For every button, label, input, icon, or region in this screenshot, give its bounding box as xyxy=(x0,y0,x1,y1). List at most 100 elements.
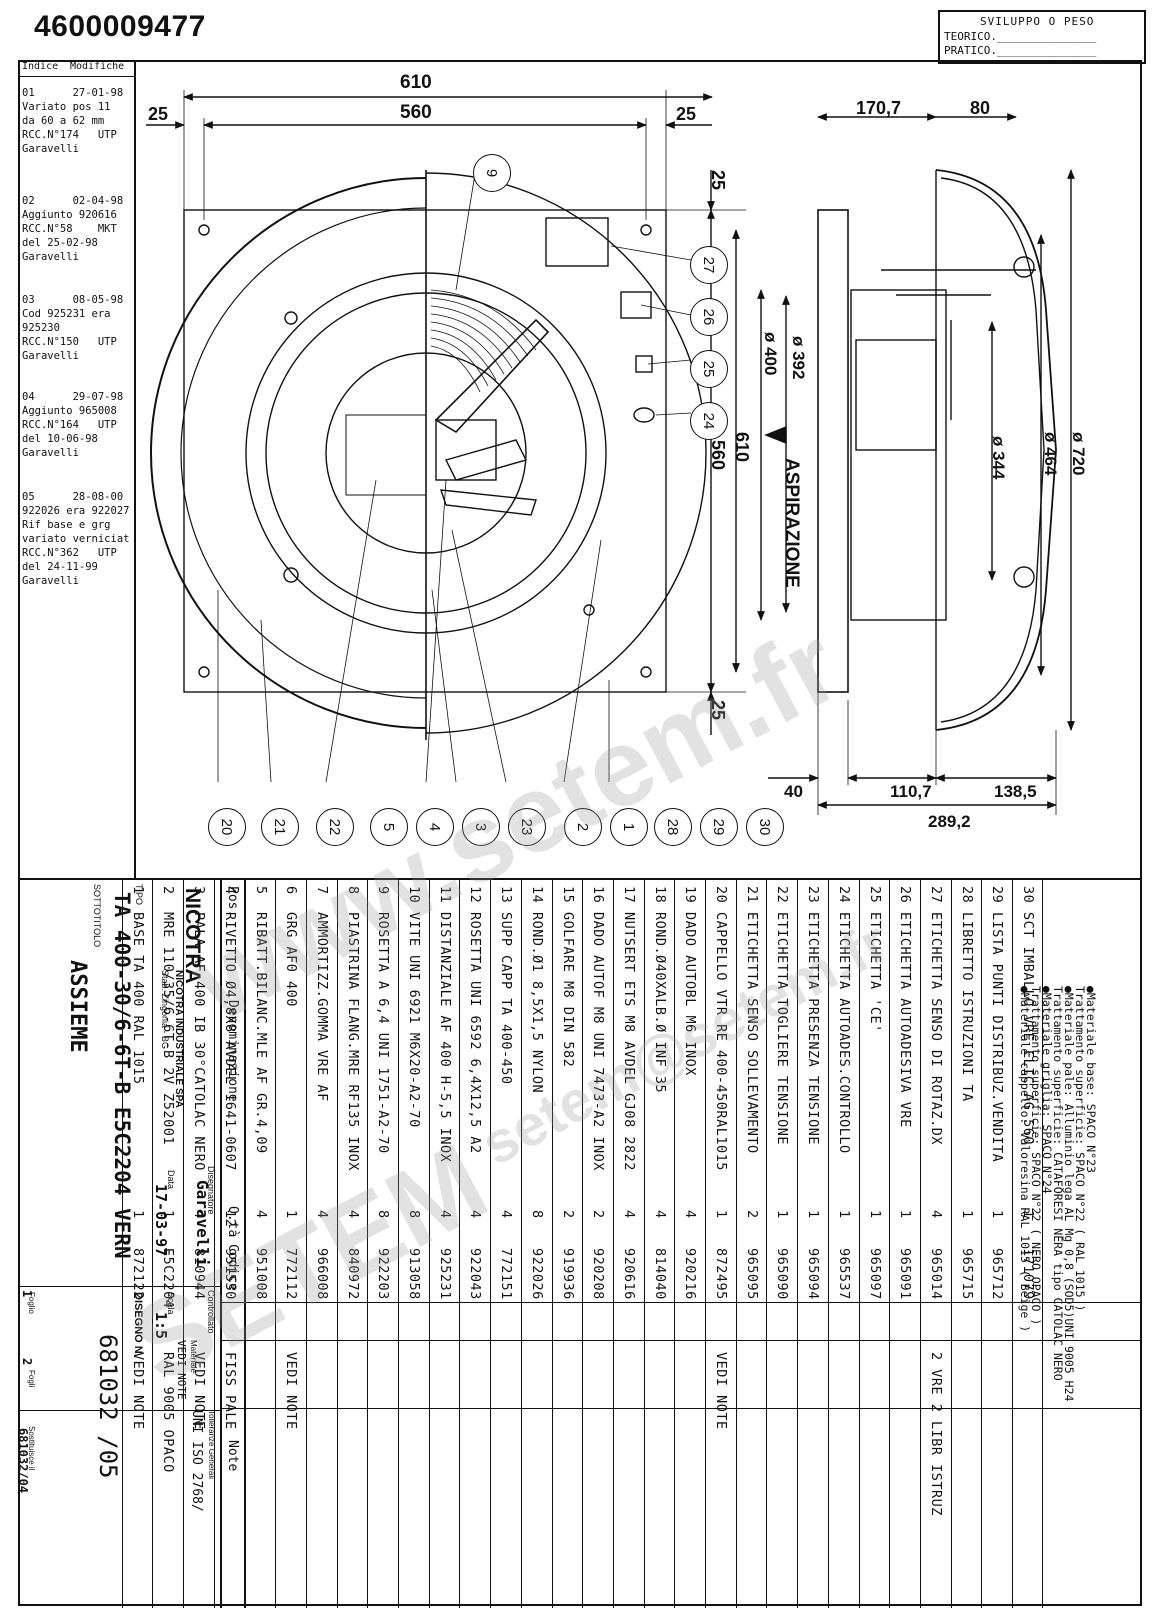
bom-qty: 4 xyxy=(498,1210,515,1219)
bom-code: 922026 xyxy=(528,1248,545,1300)
bom-code: 965537 xyxy=(835,1248,852,1300)
drawing-frame xyxy=(18,60,1142,1606)
bom-note: FISS PALE xyxy=(221,1352,238,1430)
callout-balloon: 1 xyxy=(610,808,648,846)
bom-code: 966008 xyxy=(313,1248,330,1300)
divider xyxy=(919,880,921,1608)
divider xyxy=(735,880,737,1608)
disegno-value: 681032 /05 xyxy=(94,1334,122,1479)
revision-column: Indice Modifiche 01 27-01-98 Variato pos… xyxy=(18,60,136,878)
fogli-value: 2 xyxy=(20,1358,34,1366)
divider xyxy=(459,880,461,1608)
dim-phi-392: ø 392 xyxy=(789,336,808,380)
divider xyxy=(520,880,522,1608)
side-view-base xyxy=(817,209,849,693)
bom-pos: 7 xyxy=(313,886,330,895)
bom-code: 965094 xyxy=(805,1248,822,1300)
revision-entry: 04 29-07-98 Aggiunto 965008 RCC.N°164 UT… xyxy=(22,391,124,459)
aspirazione-label: ASPIRAZIONE xyxy=(781,458,802,588)
bom-code: 965095 xyxy=(743,1248,760,1300)
dim-610-vertical: 610 xyxy=(732,432,752,463)
divider xyxy=(336,880,338,1608)
bom-qty: 4 xyxy=(651,1210,668,1219)
cap-outline xyxy=(150,177,427,729)
bom-note: 2 VRE 2 LIBR ISTRUZ xyxy=(927,1352,944,1516)
dim-138: 138,5 xyxy=(994,782,1037,801)
divider xyxy=(220,1302,1142,1303)
bom-qty: 12 xyxy=(221,1210,238,1228)
bom-pos: 5 xyxy=(252,886,269,895)
bom-pos: 27 xyxy=(927,886,944,904)
scala-value: 1:5 xyxy=(152,1312,170,1340)
dim-25-bottom: 25 xyxy=(708,700,728,721)
bom-pos: 24 xyxy=(835,886,852,904)
sostituisce-value: 681032/04 xyxy=(16,1428,30,1494)
divider xyxy=(766,880,768,1608)
bom-qty: 1 xyxy=(805,1210,822,1219)
bom-qty: 1 xyxy=(897,1210,914,1219)
bom-pos: 28 xyxy=(958,886,975,904)
bom-pos: 21 xyxy=(743,886,760,904)
divider xyxy=(889,880,891,1608)
callout-balloon: 24 xyxy=(690,402,728,440)
bom-qty: 1 xyxy=(774,1210,791,1219)
document-number: 4600009477 xyxy=(34,10,206,43)
weight-title: SVILUPPO O PESO xyxy=(980,15,1095,28)
bom-code: 920616 xyxy=(620,1248,637,1300)
bom-code: 872495 xyxy=(713,1248,729,1300)
bom-code: 922043 xyxy=(467,1248,484,1300)
bom-qty: 2 xyxy=(590,1210,607,1219)
bom-qty: 4 xyxy=(313,1210,330,1219)
callout-balloon: 28 xyxy=(654,808,692,846)
bom-code: 965712 xyxy=(989,1248,1006,1300)
divider xyxy=(797,880,799,1608)
divider xyxy=(674,880,676,1608)
bom-pos: 14 xyxy=(528,886,545,904)
bom-pos: 25 xyxy=(866,886,883,904)
bom-name: NUTSERT ETS M8 AVDEL GJ08 2822 xyxy=(620,912,637,1171)
dim-phi-720: ø 720 xyxy=(1069,432,1088,476)
bom-qty: 4 xyxy=(682,1210,699,1219)
bom-name: ETICHETTA SENSO SOLLEVAMENTO xyxy=(743,912,760,1154)
divider xyxy=(1042,880,1043,1608)
materiale-label: Materiale xyxy=(189,1340,198,1373)
weight-box: SVILUPPO O PESO TEORICO._______________ … xyxy=(938,10,1146,64)
callout-balloon: 22 xyxy=(316,808,354,846)
bom-qty: 4 xyxy=(344,1210,361,1219)
bom-qty: 1 xyxy=(713,1210,729,1219)
bom-qty: 1 xyxy=(958,1210,975,1219)
divider xyxy=(18,1410,220,1411)
bom-name: ROSETTA A 6,4 UNI 1751-A2-70 xyxy=(375,912,392,1154)
material-note: ●Materiale cappello: Valoresina RAL 1015… xyxy=(1018,986,1032,1333)
callout-balloon: 3 xyxy=(462,808,500,846)
company-name: NICOTRA INDUSTRIALE SPA xyxy=(173,970,184,1108)
revision-entry: 01 27-01-98 Variato pos 11 da 60 a 62 mm… xyxy=(22,87,124,155)
callout-balloon: 25 xyxy=(690,350,728,388)
bom-qty: 2 xyxy=(559,1210,576,1219)
weight-pratico: PRATICO._______________ xyxy=(944,44,1097,57)
bom-code: 840972 xyxy=(344,1248,361,1300)
bom-pos: 19 xyxy=(682,886,699,904)
dim-25-top: 25 xyxy=(708,170,728,191)
bom-qty: 4 xyxy=(467,1210,484,1219)
callout-balloon: 23 xyxy=(508,808,546,846)
divider xyxy=(1012,880,1013,1608)
revision-entry: 02 02-04-98 Aggiunto 920616 RCC.N°58 MKT… xyxy=(22,195,124,263)
bom-name: DADO AUTOF M8 UNI 7473-A2 INOX xyxy=(590,912,607,1171)
bom-name: ROND.Ø40XALB.Ø INF 35 xyxy=(651,912,668,1094)
dim-289: 289,2 xyxy=(928,812,971,831)
bom-qty: 1 xyxy=(283,1210,300,1219)
bom-name: DADO AUTOBL M6 INOX xyxy=(682,912,699,1076)
revision-changes-header: Modifiche xyxy=(70,61,125,72)
controllato-label: Controllato xyxy=(206,1290,216,1334)
bom-name: ETICHETTA AUTOADES.CONTROLLO xyxy=(835,912,852,1154)
bom-code: 814040 xyxy=(651,1248,668,1300)
bom-pos: 11 xyxy=(436,886,453,904)
callout-balloon: 26 xyxy=(690,298,728,336)
bom-name: RIBATT.BILANC.MLE AF GR.4,09 xyxy=(252,912,269,1154)
bom-pos: 6 xyxy=(283,886,300,895)
sottotitolo-label: SOTTOTITOLO xyxy=(92,884,102,948)
bom-code: 919936 xyxy=(559,1248,576,1300)
bom-code: 772151 xyxy=(498,1248,515,1300)
divider xyxy=(18,1286,220,1287)
